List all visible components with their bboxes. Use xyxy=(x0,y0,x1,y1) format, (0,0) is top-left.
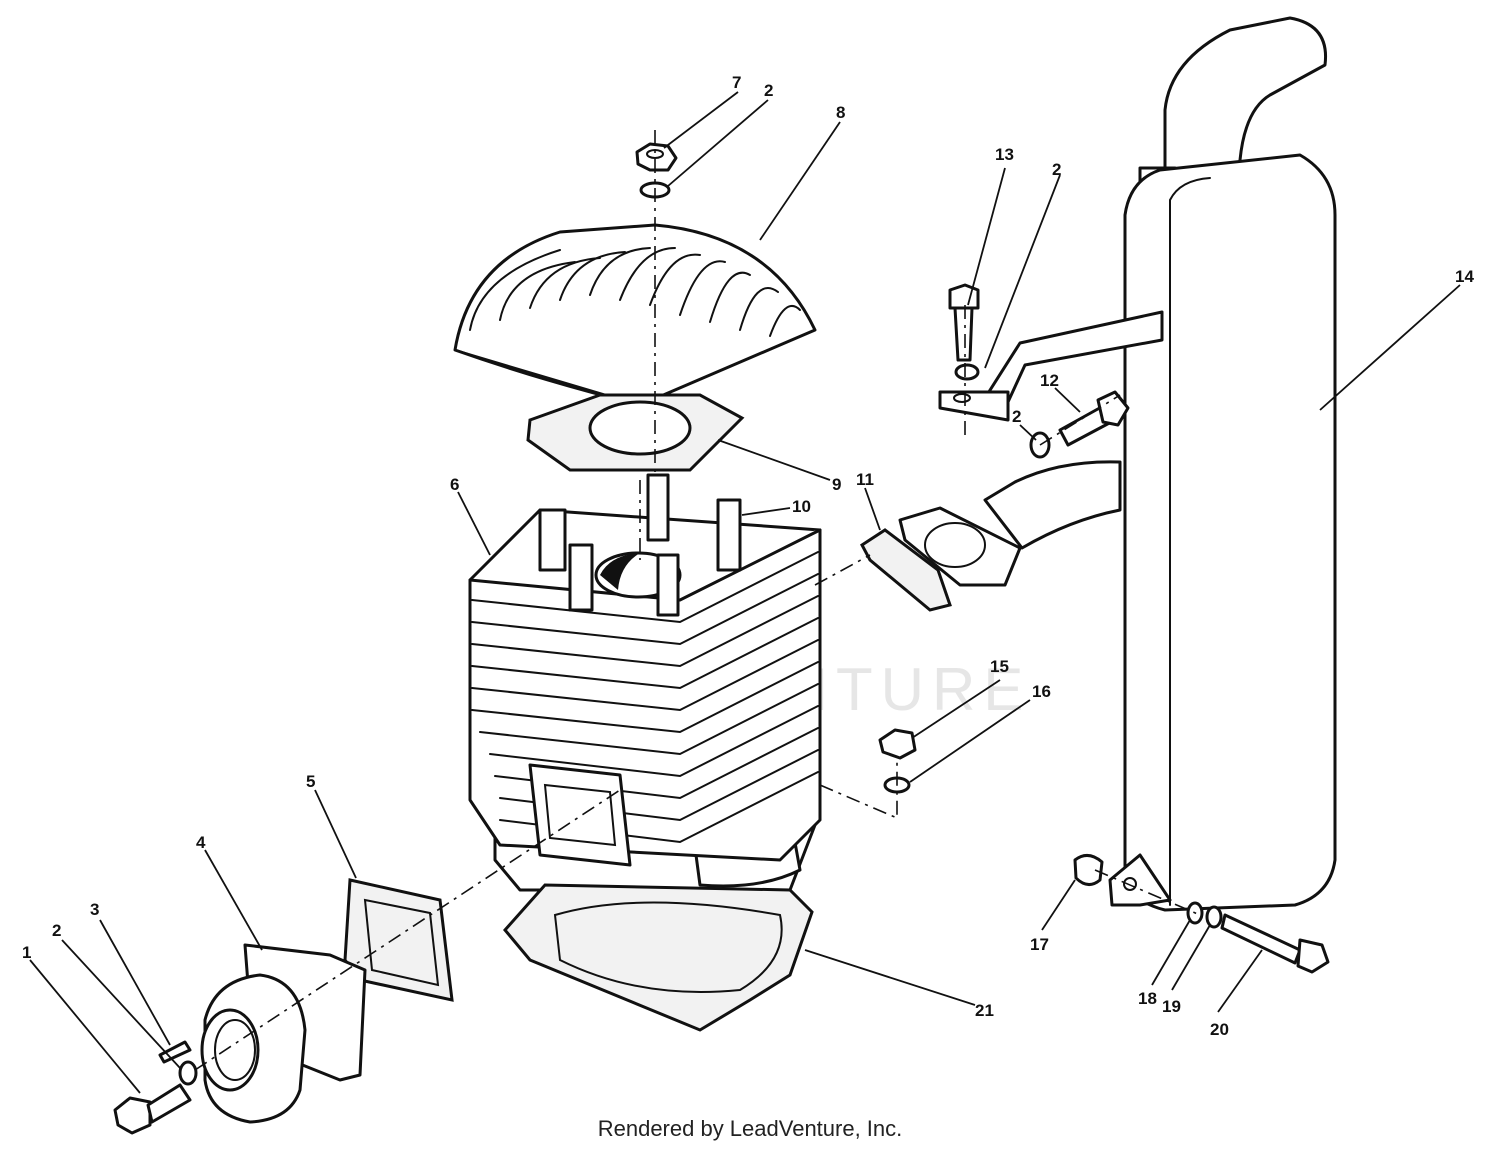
callout-14: 14 xyxy=(1455,267,1474,286)
callout-13: 13 xyxy=(995,145,1014,164)
callout-9: 9 xyxy=(832,475,841,494)
exhaust-nut-part xyxy=(878,728,917,760)
callout-19: 19 xyxy=(1162,997,1181,1016)
callout-7: 7 xyxy=(732,73,741,92)
callout-2: 2 xyxy=(1012,407,1021,426)
callout-3: 3 xyxy=(90,900,99,919)
callout-labels: 1 2 3 4 5 6 7 2 8 9 10 11 12 2 13 2 14 1… xyxy=(22,73,1474,1039)
callout-15: 15 xyxy=(990,657,1009,676)
base-gasket-part xyxy=(503,883,814,1032)
callout-leaders xyxy=(29,91,1461,1094)
intake-adapter-part xyxy=(200,943,367,1124)
callout-1: 1 xyxy=(22,943,31,962)
callout-16: 16 xyxy=(1032,682,1051,701)
assembly-centerlines xyxy=(194,130,1201,1071)
pipe-bolt-part xyxy=(1058,390,1130,447)
adapter-bolt-part xyxy=(113,1083,192,1135)
spacer-part xyxy=(1073,854,1104,886)
lock-washer-part xyxy=(1205,905,1223,929)
head-gasket-part xyxy=(526,393,745,472)
callout-11: 11 xyxy=(856,470,874,489)
callout-17: 17 xyxy=(1030,935,1049,954)
callout-6: 6 xyxy=(450,475,459,494)
callout-21: 21 xyxy=(975,1001,994,1020)
callout-2: 2 xyxy=(764,81,773,100)
adapter-washer-part xyxy=(178,1060,198,1086)
callout-8: 8 xyxy=(836,103,845,122)
muffler-part xyxy=(898,16,1337,912)
intake-gasket-part xyxy=(343,878,454,1002)
exhaust-gasket-part xyxy=(860,528,952,612)
callout-2: 2 xyxy=(52,921,61,940)
head-nut-part xyxy=(635,142,678,172)
callout-18: 18 xyxy=(1138,989,1157,1008)
callout-12: 12 xyxy=(1040,371,1059,390)
muffler-bolt-part xyxy=(1220,913,1330,974)
callout-4: 4 xyxy=(196,833,206,852)
cylinder-head-part xyxy=(453,223,817,407)
callout-2: 2 xyxy=(1052,160,1061,179)
bracket-washer-part xyxy=(954,363,980,381)
bracket-bolt-part xyxy=(948,283,980,362)
callout-10: 10 xyxy=(792,497,811,516)
cylinder-block-part xyxy=(468,473,822,892)
callout-20: 20 xyxy=(1210,1020,1229,1039)
footer-credit: Rendered by LeadVenture, Inc. xyxy=(597,1116,903,1141)
dowel-pin-part xyxy=(158,1040,192,1064)
callout-5: 5 xyxy=(306,772,315,791)
